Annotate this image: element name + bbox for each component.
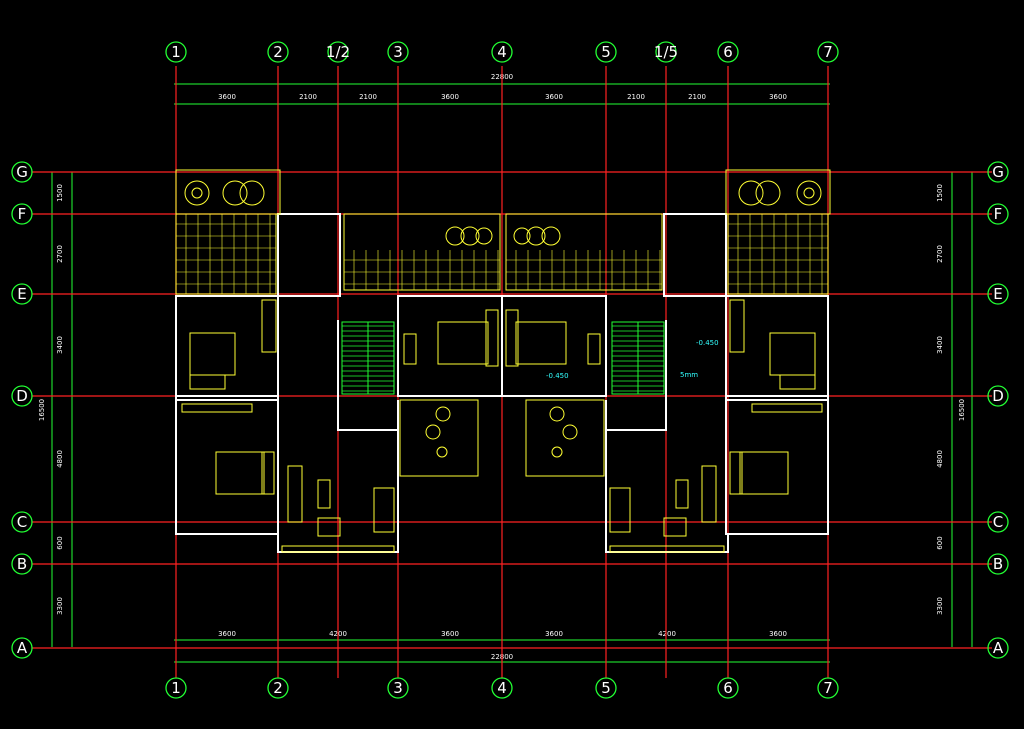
axis-bubble bbox=[595, 677, 617, 699]
axis-bubble-label: 3 bbox=[393, 43, 403, 61]
axis-bubble-label: G bbox=[16, 163, 28, 181]
bottom-dim-text: 3600 bbox=[218, 630, 236, 638]
axis-bubble bbox=[717, 41, 739, 63]
note-label: 5mm bbox=[680, 371, 698, 379]
side-dim-text: 3300 bbox=[56, 597, 64, 615]
stairs bbox=[341, 321, 665, 395]
axis-bubble-label: 1/5 bbox=[654, 43, 678, 61]
axis-bubble bbox=[491, 41, 513, 63]
axis-bubble-label: 1 bbox=[171, 679, 181, 697]
axis-bubble-label: A bbox=[17, 639, 28, 657]
bottom-dim-text: 4200 bbox=[658, 630, 676, 638]
axis-bubble-label: D bbox=[992, 387, 1004, 405]
side-dim-text: 2700 bbox=[56, 245, 64, 263]
axis-bubble bbox=[11, 161, 33, 183]
axis-bubble bbox=[267, 677, 289, 699]
axis-bubble bbox=[987, 161, 1009, 183]
axis-bubble bbox=[655, 41, 677, 63]
axis-bubble-label: 1/2 bbox=[326, 43, 350, 61]
axis-bubble bbox=[11, 511, 33, 533]
top-dim-text: 3600 bbox=[545, 93, 563, 101]
axis-bubble bbox=[11, 637, 33, 659]
axis-bubble bbox=[387, 41, 409, 63]
axis-bubble-label: 2 bbox=[273, 43, 283, 61]
elevation-label-2: -0.450 bbox=[546, 372, 569, 380]
axis-bubble bbox=[387, 677, 409, 699]
top-dim-text: 2100 bbox=[359, 93, 377, 101]
axis-bubble bbox=[987, 553, 1009, 575]
axis-bubble-label: 4 bbox=[497, 679, 507, 697]
plant-symbols bbox=[184, 180, 822, 458]
axis-bubble bbox=[11, 283, 33, 305]
axis-bubble-label: C bbox=[993, 513, 1003, 531]
right-overall-dim: 16500 bbox=[958, 399, 966, 421]
side-dim-text: 1500 bbox=[56, 184, 64, 202]
axis-bubble-label: G bbox=[992, 163, 1004, 181]
axis-bubble-label: 3 bbox=[393, 679, 403, 697]
bottom-dim-text: 3600 bbox=[769, 630, 787, 638]
axis-bubble bbox=[987, 637, 1009, 659]
axis-bubble-label: 7 bbox=[823, 679, 833, 697]
terraces bbox=[175, 169, 831, 295]
furniture bbox=[181, 299, 823, 553]
side-dim-text: 3400 bbox=[56, 336, 64, 354]
axis-bubble bbox=[327, 41, 349, 63]
axis-bubble bbox=[817, 677, 839, 699]
top-dim-text: 3600 bbox=[218, 93, 236, 101]
axis-bubble bbox=[165, 41, 187, 63]
top-dim-text: 3600 bbox=[769, 93, 787, 101]
side-dim-text: 2700 bbox=[936, 245, 944, 263]
side-dim-text: 3300 bbox=[936, 597, 944, 615]
bottom-dim-text: 3600 bbox=[545, 630, 563, 638]
top-dim-text: 3600 bbox=[441, 93, 459, 101]
axis-bubble bbox=[11, 553, 33, 575]
axis-bubble-label: 6 bbox=[723, 679, 733, 697]
axis-bubble bbox=[987, 203, 1009, 225]
top-dim-text: 2100 bbox=[688, 93, 706, 101]
axis-bubble-label: F bbox=[18, 205, 27, 223]
axis-bubble-label: D bbox=[16, 387, 28, 405]
axis-bubble-label: B bbox=[993, 555, 1003, 573]
axis-bubble bbox=[165, 677, 187, 699]
axis-bubble-label: 4 bbox=[497, 43, 507, 61]
axis-bubble-label: 6 bbox=[723, 43, 733, 61]
side-dim-text: 1500 bbox=[936, 184, 944, 202]
side-dim-text: 4800 bbox=[936, 450, 944, 468]
side-dim-text: 600 bbox=[936, 536, 944, 549]
axis-bubble-label: 5 bbox=[601, 43, 611, 61]
axis-bubble bbox=[987, 385, 1009, 407]
axis-bubble-label: 5 bbox=[601, 679, 611, 697]
top-dim-text: 2100 bbox=[299, 93, 317, 101]
elevation-label-1: -0.450 bbox=[696, 339, 719, 347]
axis-bubble bbox=[11, 385, 33, 407]
axis-bubble bbox=[817, 41, 839, 63]
axis-bubble bbox=[717, 677, 739, 699]
axis-bubble-label: C bbox=[17, 513, 27, 531]
axis-bubble-label: F bbox=[994, 205, 1003, 223]
axis-bubble bbox=[987, 283, 1009, 305]
axis-bubble bbox=[595, 41, 617, 63]
axis-bubble bbox=[987, 511, 1009, 533]
building-walls bbox=[175, 213, 829, 553]
axis-bubble-label: 1 bbox=[171, 43, 181, 61]
elevation-labels: -0.450 -0.450 5mm bbox=[546, 339, 719, 380]
side-dim-text: 4800 bbox=[56, 450, 64, 468]
axis-bubble bbox=[11, 203, 33, 225]
axis-bubble-label: B bbox=[17, 555, 27, 573]
axis-bubble bbox=[267, 41, 289, 63]
axis-bubble-label: 7 bbox=[823, 43, 833, 61]
axis-bubble-label: 2 bbox=[273, 679, 283, 697]
side-dimension-lines: 1500 1500 2700 2700 3400 3400 4800 4800 600 600 33… bbox=[38, 172, 973, 647]
axis-bubble-label: E bbox=[993, 285, 1002, 303]
left-overall-dim: 16500 bbox=[38, 399, 46, 421]
side-dim-text: 600 bbox=[56, 536, 64, 549]
axis-bubble-label: E bbox=[17, 285, 26, 303]
axis-bubble-label: A bbox=[993, 639, 1004, 657]
top-dim-text: 2100 bbox=[627, 93, 645, 101]
side-dim-text: 3400 bbox=[936, 336, 944, 354]
bottom-dim-text: 3600 bbox=[441, 630, 459, 638]
axis-bubble bbox=[491, 677, 513, 699]
